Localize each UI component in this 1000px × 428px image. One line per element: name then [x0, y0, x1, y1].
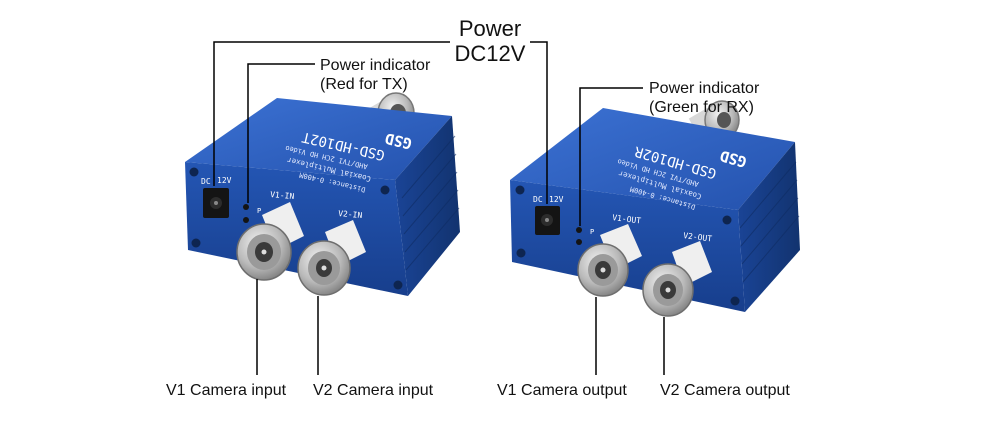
rx-power-led-indicator [576, 227, 582, 233]
v2-camera-output-label: V2 Camera output [660, 382, 790, 399]
tx-dc-power-jack [203, 188, 229, 218]
tx-v1-bnc-connector [236, 202, 304, 281]
rx-indicator-callout-line2: (Green for RX) [649, 99, 754, 116]
rx-indicator-callout-line1: Power indicator [649, 80, 760, 97]
rx-port2-label: V2-OUT [683, 231, 713, 243]
rx-dc-power-jack [535, 206, 560, 235]
screw-icon [380, 185, 390, 195]
rx-v1-bnc-connector [577, 224, 642, 297]
v2-camera-input-label: V2 Camera input [313, 382, 434, 399]
rx-p-label: P [590, 228, 594, 236]
tx-indicator-callout-line2: (Red for TX) [320, 76, 408, 93]
tx-unit: DC 12V P V1-IN V2-IN Distance: 0-400M Co… [185, 92, 460, 296]
power-callout: Power DC12V [452, 16, 528, 66]
rx-port1-label: V1-OUT [612, 213, 642, 225]
rx-indicator-callout: Power indicator (Green for RX) [649, 79, 759, 117]
rx-led-indicator [576, 239, 582, 245]
v1-camera-input-label: V1 Camera input [166, 382, 287, 399]
screw-icon [189, 167, 199, 177]
callout-line-tx-power [213, 41, 450, 186]
screw-icon [730, 296, 740, 306]
rx-volt-label: 12V [549, 195, 564, 204]
rx-unit: DC 12V P V1-OUT V2-OUT Distance: 0-400M … [510, 100, 800, 317]
screw-icon [722, 215, 732, 225]
tx-top-face [185, 98, 452, 180]
tx-port1-label: V1-IN [270, 190, 295, 201]
tx-indicator-callout: Power indicator (Red for TX) [320, 56, 430, 94]
screw-icon [393, 280, 403, 290]
power-callout-line1: Power [458, 16, 522, 41]
rx-top-face [510, 108, 795, 210]
callout-line-rx-power [530, 41, 548, 204]
tx-dc-label: DC [201, 177, 211, 186]
tx-led-indicator [243, 217, 249, 223]
tx-p-label: P [257, 207, 261, 215]
v1-camera-output-label: V1 Camera output [497, 382, 627, 399]
callout-line-tx-indicator [247, 63, 315, 203]
rx-v2-bnc-connector [642, 241, 712, 317]
callout-lines [213, 41, 665, 375]
screw-icon [191, 238, 201, 248]
power-callout-line2: DC12V [454, 41, 526, 66]
tx-brand-text: GSD [383, 129, 413, 153]
tx-power-led-indicator [243, 204, 249, 210]
rx-dc-label: DC [533, 195, 543, 204]
tx-volt-label: 12V [217, 176, 232, 185]
tx-indicator-callout-line1: Power indicator [320, 57, 431, 74]
tx-port2-label: V2-IN [338, 209, 363, 220]
screw-icon [515, 185, 525, 195]
screw-icon [516, 248, 526, 258]
tx-v2-bnc-connector [297, 220, 366, 296]
callout-line-rx-indicator [579, 87, 643, 226]
